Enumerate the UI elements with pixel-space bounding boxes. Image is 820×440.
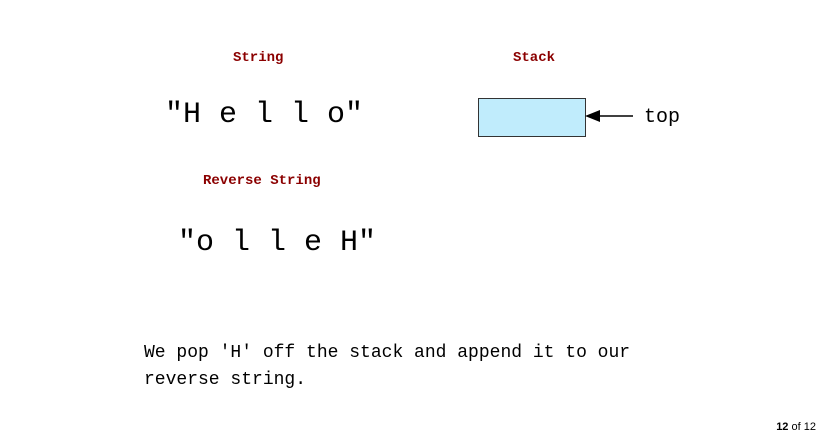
stack-top-element — [478, 98, 586, 137]
top-pointer-label: top — [644, 106, 681, 129]
page-of-label: of — [791, 421, 801, 433]
reverse-string: "o l l e H" — [178, 226, 377, 260]
string-label: String — [233, 50, 284, 66]
reverse-string-label: Reverse String — [203, 173, 321, 189]
top-pointer-arrow-icon — [585, 110, 633, 122]
step-caption: We pop 'H' off the stack and append it t… — [144, 343, 641, 390]
total-pages: 12 — [803, 421, 816, 433]
current-page: 12 — [776, 421, 789, 433]
stack-label: Stack — [513, 50, 556, 66]
original-string: "H e l l o" — [165, 98, 364, 132]
page-counter: 12 of 12 — [776, 421, 816, 433]
